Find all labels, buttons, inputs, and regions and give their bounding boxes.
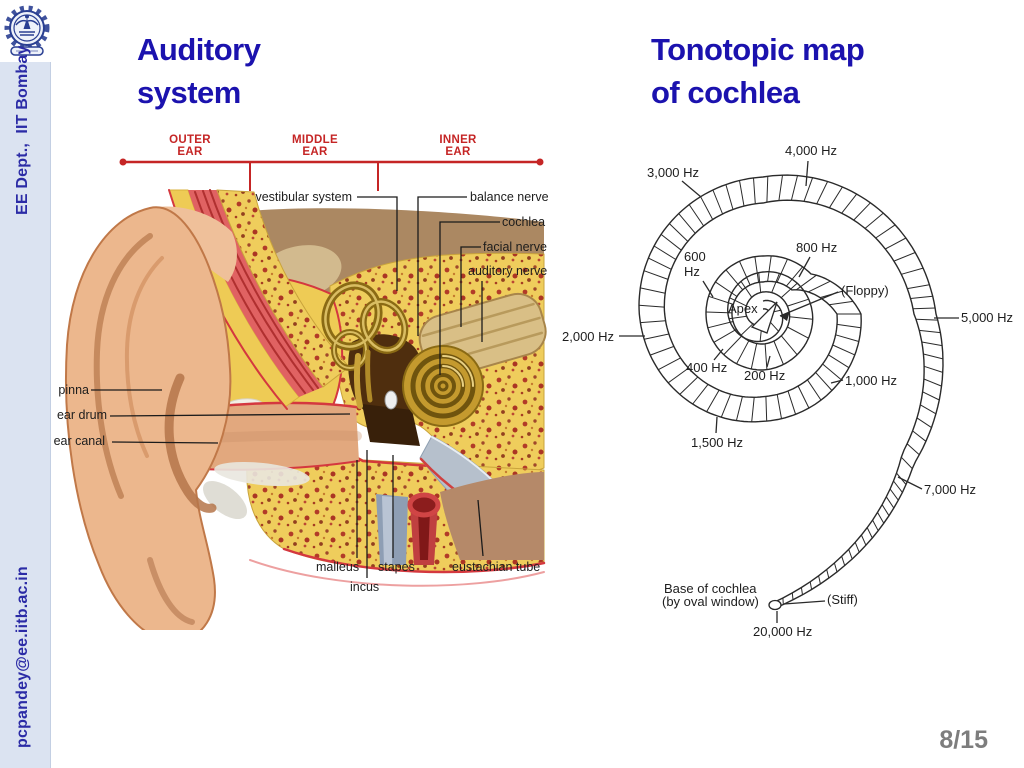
label-stapes: stapes xyxy=(378,560,415,574)
iit-bombay-logo-icon xyxy=(4,5,50,56)
title-right-line1: Tonotopic map xyxy=(651,32,865,67)
label-incus: incus xyxy=(350,580,380,594)
label-4000hz: 4,000 Hz xyxy=(785,143,838,158)
label-apex: Apex xyxy=(728,301,758,316)
label-base-of-cochlea: Base of cochlea xyxy=(664,581,757,596)
page-number: 8/15 xyxy=(939,726,988,754)
label-5000hz: 5,000 Hz xyxy=(961,310,1014,325)
sidebar-email-text: pcpandey@ee.iitb.ac.in xyxy=(14,566,31,748)
label-facial-nerve: facial nerve xyxy=(483,240,547,254)
floppy-arrowhead-icon xyxy=(780,311,790,321)
label-200hz: 200 Hz xyxy=(744,368,786,383)
ear-leader-lines xyxy=(91,196,500,578)
label-pinna: pinna xyxy=(58,383,89,397)
apex-wedge-icon xyxy=(750,301,778,334)
ear-anatomy-illustration xyxy=(64,158,547,630)
label-ear-drum: ear drum xyxy=(56,408,107,422)
label-stiff: (Stiff) xyxy=(827,592,858,607)
label-cochlea: cochlea xyxy=(502,215,546,229)
page-title-left: Auditory system xyxy=(137,28,261,114)
label-1000hz: 1,000 Hz xyxy=(845,373,898,388)
label-floppy: (Floppy) xyxy=(841,283,889,298)
ear-artwork xyxy=(64,189,547,630)
label-auditory-nerve: auditory nerve xyxy=(468,264,548,278)
title-left-line2: system xyxy=(137,75,241,110)
label-malleus: malleus xyxy=(316,560,360,574)
label-1500hz: 1,500 Hz xyxy=(691,435,744,450)
label-2000hz: 2,000 Hz xyxy=(562,329,615,344)
label-800hz: 800 Hz xyxy=(796,240,838,255)
tonotopic-spiral-diagram xyxy=(619,160,959,623)
section-label-outer-ear: OUTER EAR xyxy=(169,134,211,158)
page-title-right: Tonotopic map of cochlea xyxy=(651,28,865,114)
section-label-middle-ear: MIDDLE EAR xyxy=(292,134,338,158)
label-20000hz: 20,000 Hz xyxy=(753,624,813,639)
label-ear-canal: ear canal xyxy=(53,434,105,448)
label-vestibular-system: vestibular system xyxy=(255,190,352,204)
ear-section-bracket xyxy=(119,158,544,191)
label-7000hz: 7,000 Hz xyxy=(924,482,977,497)
title-right-line2: of cochlea xyxy=(651,75,800,110)
oval-window-icon xyxy=(768,599,782,611)
cochlea-spiral-band xyxy=(638,174,944,610)
label-by-oval-window: (by oval window) xyxy=(662,594,759,609)
label-600hz: 600 Hz xyxy=(684,249,706,279)
tonotopic-leader-lines xyxy=(619,160,959,623)
section-label-inner-ear: INNER EAR xyxy=(439,134,477,158)
label-eustachian-tube: eustachian tube xyxy=(452,560,541,574)
label-3000hz: 3,000 Hz xyxy=(647,165,700,180)
sidebar-department-text: EE Dept., IIT Bombay xyxy=(14,45,31,215)
label-400hz: 400 Hz xyxy=(686,360,728,375)
label-balance-nerve: balance nerve xyxy=(470,190,549,204)
title-left-line1: Auditory xyxy=(137,32,261,67)
